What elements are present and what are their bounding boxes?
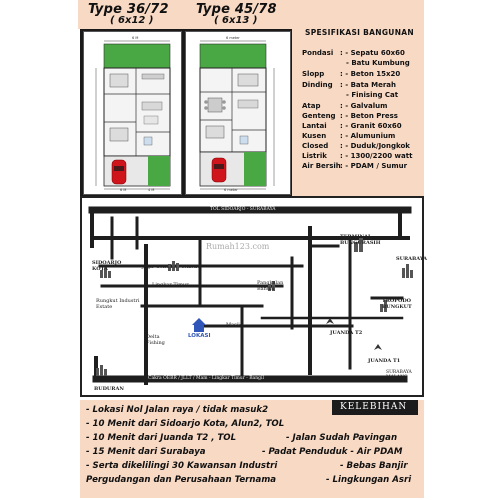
location-map: TOL SIDOARJO - SURABAYA Cakra OEBR / JLL…: [80, 196, 427, 397]
map-label-masjid: Masjid: [226, 322, 244, 328]
kelebihan-line: - 10 Menit dari Sidoarjo Kota, Alun2, TO…: [86, 419, 285, 429]
map-label-surabaya: SURABAYA: [396, 256, 427, 262]
spec-row: Genteng: - Beton Press: [302, 112, 398, 120]
floor-plan-type-45-drawing: [199, 40, 275, 190]
type-36-size: ( 6x12 ): [110, 15, 154, 26]
map-label-lingkar: Lingkar Timur: [152, 282, 189, 288]
kelebihan-line: - Jalan Sudah Pavingan: [286, 433, 398, 443]
map-label-pangkalan: Pangkalan Bandal: [257, 280, 284, 292]
kelebihan-line: - Lokasi Nol Jalan raya / tidak masuk2: [86, 405, 269, 415]
map-label-juanda-t2: JUANDA T2: [330, 330, 363, 336]
dimension-label: 4 M: [148, 188, 155, 192]
map-label-buduran: BUDURAN: [94, 386, 124, 392]
dimension-label: 6 M: [132, 36, 139, 40]
spec-list: Pondasi: - Sepatu 60x60 - Batu Kumbung S…: [302, 49, 422, 189]
kelebihan-line: - Padat Penduduk - Air PDAM: [262, 447, 403, 457]
kelebihan-line: - 15 Menit dari Surabaya: [86, 447, 206, 457]
map-label-terminal: TERMINAL BUNGURASIH: [340, 234, 381, 246]
home-icon: [192, 318, 206, 325]
watermark-text: Rumah123.com: [206, 242, 270, 251]
kelebihan-line: - Serta dikelilingi 30 Kawansan Industri: [86, 461, 278, 471]
kelebihan-title: KELEBIHAN: [340, 402, 408, 412]
kelebihan-line: - Lingkungan Asri: [326, 475, 412, 485]
lokasi-label: LOKASI: [188, 333, 211, 339]
map-label-rungkut: Rungkut Industri Estate: [96, 298, 140, 310]
floor-plan-type-36-drawing: [95, 40, 171, 190]
spec-row: Closed: - Duduk/Jongkok: [302, 142, 410, 150]
dimension-label: 6 meter: [226, 36, 240, 40]
floor-plan-type-45: 6 meter 6 meter: [185, 31, 291, 195]
type-45-title: Type 45/78: [196, 2, 277, 17]
spec-row: Listrik: - 1300/2200 watt: [302, 152, 413, 160]
spec-row: Dinding: - Bata Merah: [302, 81, 397, 89]
kelebihan-title-box: [332, 400, 418, 415]
spec-row: Kusen: - Alumunium: [302, 132, 396, 140]
map-label-delta: Delta Fishing: [146, 334, 165, 346]
map-label-jagir: Jagir Gondhol / PASAR: [142, 264, 200, 270]
map-label-juanda-t1: JUANDA T1: [368, 358, 401, 364]
map-roads: [88, 206, 413, 385]
type-36-title: Type 36/72: [88, 2, 169, 17]
spec-row: Slopp: - Beton 15x20: [302, 70, 401, 78]
map-label-tropodo: TROPODO BUNGKUT: [382, 298, 412, 310]
kelebihan-line: Pergudangan dan Perusahaan Ternama: [86, 475, 277, 485]
dimension-label: 6 M: [120, 188, 127, 192]
lokasi-marker: LOKASI: [188, 318, 211, 340]
kelebihan-line: - Bebas Banjir: [340, 461, 408, 471]
kelebihan-panel: [80, 400, 424, 498]
type-45-size: ( 6x13 ): [214, 15, 258, 26]
kelebihan-line: - 10 Menit dari Juanda T2 , TOL: [86, 433, 237, 443]
dimension-label: 6 meter: [224, 188, 238, 192]
spec-title: SPESIFIKASI BANGUNAN: [305, 28, 414, 37]
toll-road-label: TOL SIDOARJO - SURABAYA: [210, 207, 276, 212]
spec-panel: [292, 0, 424, 196]
bottom-road-label: Cakra OEBR / JLLT / Mam - Lingkar Timur …: [148, 376, 264, 381]
spec-row: - Finising Cat: [346, 91, 399, 99]
spec-row: Atap: - Galvalum: [302, 102, 388, 110]
spec-row: Pondasi: - Sepatu 60x60: [302, 49, 405, 57]
spec-row: - Batu Kumbung: [346, 59, 410, 67]
map-label-bottom-right: SURABAYA MALANG: [386, 370, 412, 380]
header-band: [78, 0, 292, 29]
map-label-sidoarjo: SIDOARJO KOTA: [92, 260, 122, 272]
spec-row: Air Bersih: - PDAM / Sumur: [302, 162, 408, 170]
spec-row: Lantai: - Granit 60x60: [302, 122, 402, 130]
floor-plan-type-36: 6 M 6 M 4 M: [83, 31, 182, 195]
